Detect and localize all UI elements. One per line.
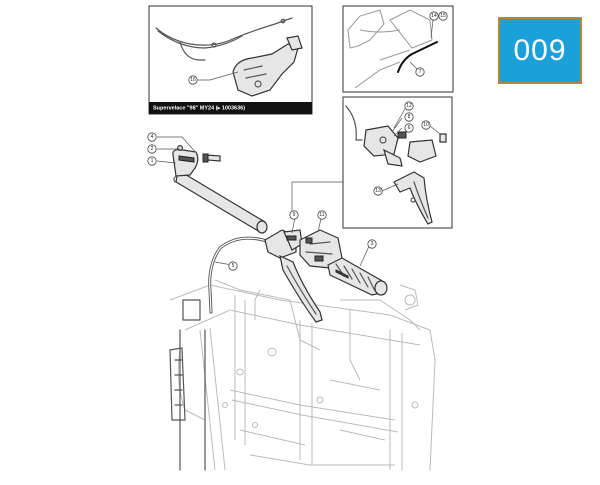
- callout-14: 14: [429, 11, 439, 21]
- callout-11: 11: [317, 210, 327, 220]
- callout-6: 6: [404, 123, 414, 133]
- svg-text:15: 15: [440, 13, 446, 19]
- callout-13: 13: [373, 186, 383, 196]
- callout-16: 16: [188, 75, 198, 85]
- svg-text:13: 13: [375, 188, 381, 194]
- callout-2: 2: [147, 144, 157, 154]
- page-number-badge: 009: [498, 17, 582, 84]
- svg-text:1: 1: [151, 158, 154, 164]
- svg-text:11: 11: [319, 212, 324, 218]
- callout-15: 15: [438, 11, 448, 21]
- callout-3: 3: [367, 239, 377, 249]
- svg-text:12: 12: [406, 103, 412, 109]
- svg-text:16: 16: [190, 77, 196, 83]
- svg-text:3: 3: [371, 241, 374, 247]
- svg-text:6: 6: [408, 125, 411, 131]
- clutch-lever-assembly: [264, 229, 323, 323]
- callout-5: 5: [228, 261, 238, 271]
- callout-10: 10: [421, 120, 431, 130]
- inset-mid-right: 12 8 6 10 13: [342, 96, 453, 229]
- svg-text:14: 14: [431, 13, 437, 19]
- svg-text:9: 9: [293, 212, 296, 218]
- svg-text:2: 2: [151, 146, 154, 152]
- svg-text:4: 4: [151, 134, 154, 140]
- handlebar: [172, 148, 268, 234]
- inset-top-right: 14 15 7: [342, 5, 454, 93]
- frame-outline: [169, 279, 436, 471]
- clutch-cable: [208, 236, 272, 314]
- svg-text:10: 10: [423, 122, 429, 128]
- callout-9: 9: [289, 210, 299, 220]
- inset-top-left: 16 Supervelace "98" MY24 (▸ 1003636): [148, 5, 313, 115]
- handlebar-grip: [327, 257, 388, 296]
- callout-7: 7: [415, 67, 425, 77]
- callout-8: 8: [404, 112, 414, 122]
- fork-tube: [169, 299, 206, 471]
- svg-text:8: 8: [408, 114, 411, 120]
- svg-text:7: 7: [419, 69, 422, 75]
- screw: [177, 145, 184, 152]
- callout-1: 1: [147, 156, 157, 166]
- svg-text:5: 5: [232, 263, 235, 269]
- callout-4: 4: [147, 132, 157, 142]
- callout-12: 12: [404, 101, 414, 111]
- clamp-bolt: [202, 153, 221, 163]
- main-callouts: 4 2 1 9 11 3 5: [147, 132, 377, 271]
- inset-caption: Supervelace "98" MY24 (▸ 1003636): [153, 106, 245, 112]
